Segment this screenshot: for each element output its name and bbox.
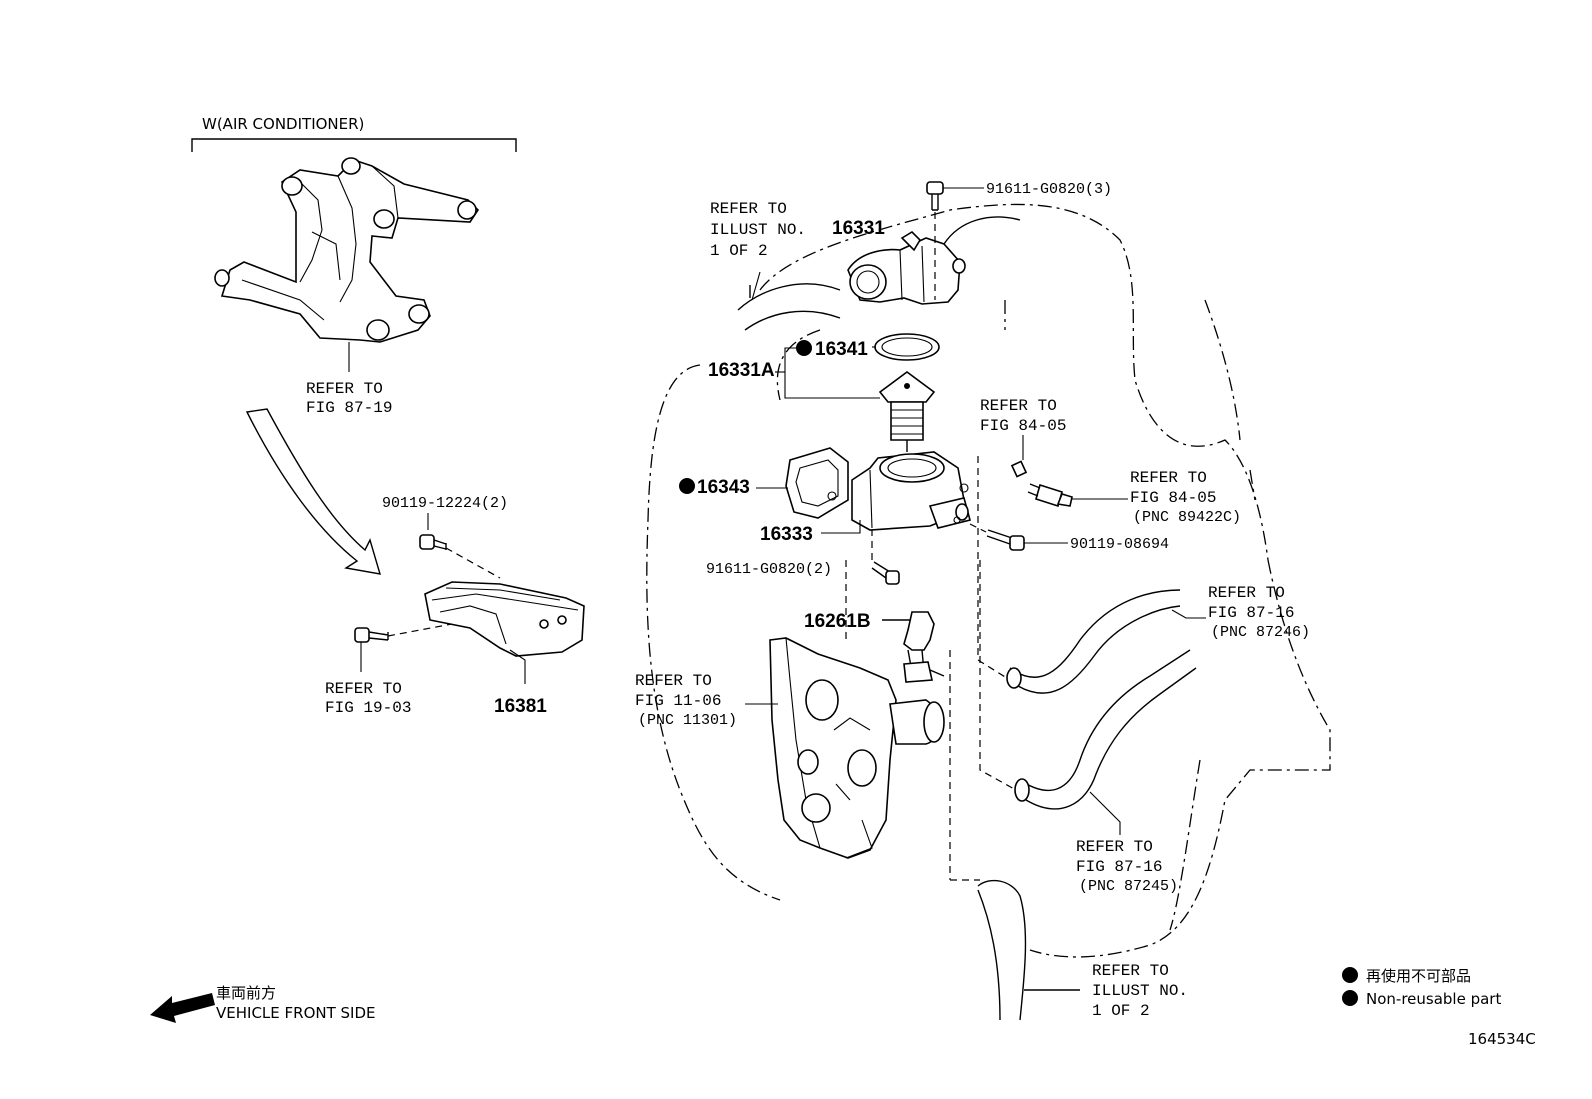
part-number-90119-08694: 90119-08694 xyxy=(1070,536,1169,553)
ref-fig-87-19-line2: FIG 87-19 xyxy=(306,399,392,417)
ref-fig-87-16-a-line3: (PNC 87246) xyxy=(1211,624,1310,641)
ref-fig-84-05-a-line2: FIG 84-05 xyxy=(980,417,1066,435)
leader-line xyxy=(1089,791,1121,835)
ref-illust-bottom-line3: 1 OF 2 xyxy=(1092,1002,1150,1020)
option-label: W(AIR CONDITIONER) xyxy=(202,115,364,133)
ref-illust-top-line3: 1 OF 2 xyxy=(710,242,768,260)
water-bypass-pipe-drawing xyxy=(882,611,945,683)
dashed-leader xyxy=(445,547,501,579)
dashed-leader xyxy=(969,523,987,533)
curved-arrow-icon xyxy=(245,408,381,575)
front-label-en: VEHICLE FRONT SIDE xyxy=(216,1004,376,1022)
ref-fig-87-16-a-line1: REFER TO xyxy=(1208,584,1285,602)
ref-fig-84-05-a-line1: REFER TO xyxy=(980,397,1057,415)
ref-illust-bottom-line2: ILLUST NO. xyxy=(1092,982,1188,1000)
non-reusable-marker-icon xyxy=(679,478,695,494)
filled-circle-icon xyxy=(1342,990,1358,1006)
ref-fig-11-06-line3: (PNC 11301) xyxy=(638,712,737,729)
engine-mount-bracket-drawing xyxy=(424,581,585,657)
ref-illust-top-line2: ILLUST NO. xyxy=(710,221,806,239)
dashed-leader xyxy=(977,456,1011,681)
leader-line xyxy=(784,347,880,399)
ref-fig-87-16-b-line2: FIG 87-16 xyxy=(1076,858,1162,876)
radiator-hose-upper xyxy=(737,271,841,331)
leader-line xyxy=(821,520,861,534)
ref-fig-84-05-b-line3: (PNC 89422C) xyxy=(1133,509,1241,526)
filled-circle-icon xyxy=(1342,967,1358,983)
dashed-leader xyxy=(979,560,1017,791)
ref-fig-19-03-line2: FIG 19-03 xyxy=(325,699,411,717)
ref-fig-19-03-line1: REFER TO xyxy=(325,680,402,698)
legend-label-en: Non-reusable part xyxy=(1366,990,1501,1008)
part-number-16343: 16343 xyxy=(697,477,750,498)
ref-fig-87-19-line1: REFER TO xyxy=(306,380,383,398)
ref-fig-11-06-line1: REFER TO xyxy=(635,672,712,690)
diagram-id: 164534C xyxy=(1468,1030,1536,1048)
part-number-16261b: 16261B xyxy=(804,611,871,632)
ref-fig-87-16-b-line1: REFER TO xyxy=(1076,838,1153,856)
part-number-16341: 16341 xyxy=(815,339,868,360)
ref-fig-84-05-b-line2: FIG 84-05 xyxy=(1130,489,1216,507)
option-bracket-line xyxy=(191,138,517,152)
dashed-leader xyxy=(387,623,453,637)
legend-label-jp: 再使用不可部品 xyxy=(1366,967,1471,985)
engine-outline xyxy=(646,203,1331,958)
bolt-icon xyxy=(986,529,1025,551)
radiator-hose-lower xyxy=(977,879,1080,1021)
ref-illust-top-line1: REFER TO xyxy=(710,200,787,218)
ref-fig-87-16-b-line3: (PNC 87245) xyxy=(1079,878,1178,895)
bypass-hose-upper xyxy=(1006,589,1181,694)
leader-line xyxy=(509,649,526,684)
water-temp-sensor-drawing xyxy=(1027,483,1073,508)
bolt-icon xyxy=(926,181,944,211)
part-number-16381: 16381 xyxy=(494,696,547,717)
housing-gasket-drawing xyxy=(785,447,849,519)
bolt-icon xyxy=(354,627,389,643)
bolt-icon xyxy=(871,561,900,585)
non-reusable-marker-icon xyxy=(796,340,812,356)
nut-icon xyxy=(1010,460,1028,478)
thermostat-housing-drawing xyxy=(851,451,971,531)
ref-fig-11-06-line2: FIG 11-06 xyxy=(635,692,721,710)
part-number-91611-g0820-3: 91611-G0820(3) xyxy=(986,181,1112,198)
bolt-icon xyxy=(419,534,447,550)
ref-fig-87-16-a-line2: FIG 87-16 xyxy=(1208,604,1294,622)
part-number-90119-12224: 90119-12224(2) xyxy=(382,495,508,512)
part-number-91611-g0820-2: 91611-G0820(2) xyxy=(706,561,832,578)
water-inlet-drawing xyxy=(847,216,1021,305)
leader-line xyxy=(1171,609,1206,619)
ref-illust-bottom-line1: REFER TO xyxy=(1092,962,1169,980)
water-pump-drawing xyxy=(769,637,945,859)
part-number-16331: 16331 xyxy=(832,218,885,239)
front-arrow-icon xyxy=(150,993,215,1023)
front-label-jp: 車両前方 xyxy=(216,984,276,1002)
part-number-16331a: 16331A xyxy=(708,360,775,381)
bypass-hose-lower xyxy=(1014,649,1197,810)
thermostat-drawing xyxy=(878,371,936,452)
part-number-16333: 16333 xyxy=(760,524,813,545)
ref-fig-84-05-b-line1: REFER TO xyxy=(1130,469,1207,487)
ac-compressor-bracket-drawing xyxy=(214,157,480,343)
